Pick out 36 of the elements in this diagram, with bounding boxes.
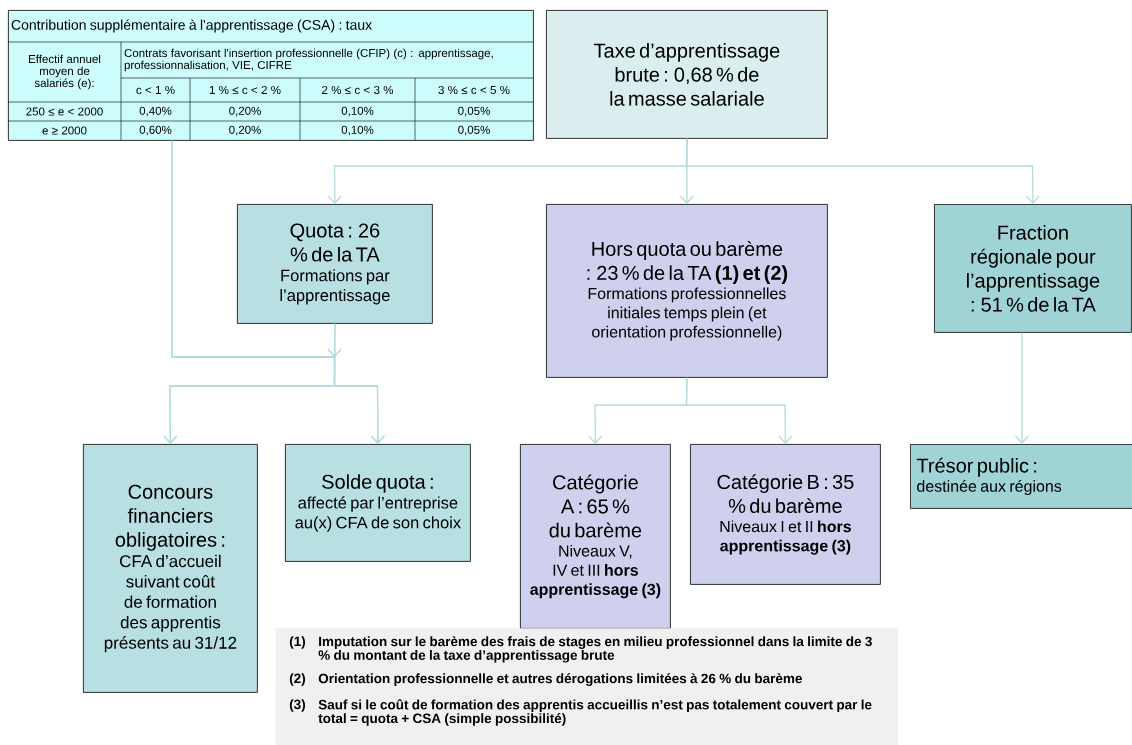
footnote-text: Imputation sur le barème des frais de stages en milieu professionnel dans la limite de 3 % du montant de la taxe d’apprentissage brute [318, 636, 872, 663]
arrow [333, 323, 385, 444]
text-box: Trésor public : destinée aux régions [910, 444, 1132, 509]
footnote-number: (1) [289, 636, 306, 649]
table-cell: 0,10% [341, 125, 374, 136]
text-box: Solde quota : affecté par l’entreprise au(x) CFA de son choix [285, 444, 471, 562]
footnote-number: (2) [289, 673, 306, 686]
footnote-text: Orientation professionnelle et autres dérogations limitées à 26 % du barème [318, 673, 802, 686]
text-box: Fraction régionale pour l’apprentissage : 51 % de la TA [934, 204, 1132, 333]
table-title: Contribution supplémentaire à l'apprentissage (CSA) : taux [11, 19, 372, 33]
table-cell: 0,40% [139, 106, 172, 117]
table-cell: 0,05% [458, 106, 490, 117]
text-box: Taxe d’apprentissage brute : 0,68 % de la masse salariale [546, 10, 828, 139]
text-box: Quota : 26 % de la TA Formations par l’apprentissage [237, 204, 433, 324]
table-cell: Effectif annuel moyen de salariés (e): [29, 54, 101, 90]
table-cell: Contrats favorisant l'insertion professionnelle (CFIP) (c) : apprentissage, professionnalisation, VIE, CIFRE [124, 48, 493, 72]
table-cell: 0,60% [139, 125, 172, 136]
text-box: Catégorie A : 65 % du barème Niveaux V, IV et III hors apprentissage (3) [520, 444, 671, 629]
arrow [685, 138, 1040, 204]
table-cell: 250 ≤ e < 2000 [26, 107, 103, 116]
arrow [685, 377, 793, 444]
arrow [1014, 332, 1030, 444]
table-cell: 0,10% [341, 106, 374, 117]
table-cell: 1 % ≤ c < 2 % [209, 85, 281, 95]
text-box: Hors quota ou barème : 23 % de la TA (1) et (2) Formations professionnelles initiales temps plein (et orientation professionnelle) [546, 204, 828, 378]
table-cell: c < 1 % [136, 85, 175, 95]
table-cell: 0,05% [458, 125, 490, 136]
table-cell: e ≥ 2000 [42, 126, 87, 135]
text-box: Catégorie B : 35 % du barème Niveaux I et II hors apprentissage (3) [690, 444, 881, 585]
table-cell: 0,20% [229, 106, 261, 117]
table-cell: 2 % ≤ c < 3 % [322, 85, 394, 95]
footnote-number: (3) [289, 699, 306, 712]
footnote-text: Sauf si le coût de formation des apprentis accueillis n’est pas totalement couvert par le total = quota + CSA (simple possibilité) [318, 699, 872, 726]
text-box: Concours financiers obligatoires : CFA d’accueil suivant coût de formation des apprentis présents au 31/12 [83, 444, 258, 693]
table-cell: 0,20% [229, 125, 261, 136]
table-cell: 3 % ≤ c < 5 % [438, 85, 510, 95]
